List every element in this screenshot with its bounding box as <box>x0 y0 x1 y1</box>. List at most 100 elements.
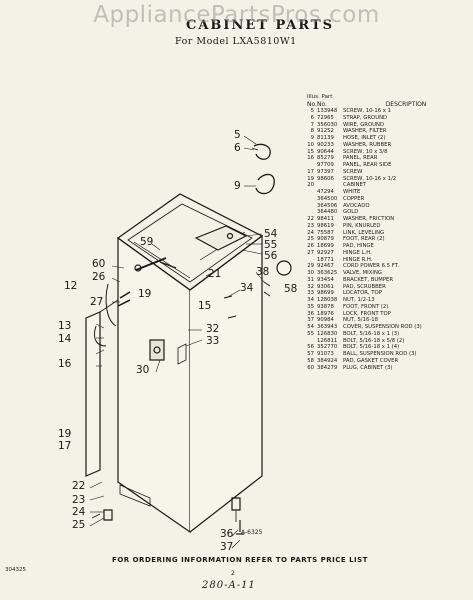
part-no: 91252 <box>317 128 334 135</box>
illus-no: 58 <box>307 357 314 364</box>
description: NUT, 1/2-13 <box>343 297 375 303</box>
illus-no: 23 <box>307 222 314 229</box>
cabinet-plug <box>276 260 292 276</box>
part-no: 93454 <box>317 276 334 283</box>
part-no: 75587 <box>317 229 334 236</box>
part-no: 92467 <box>317 263 334 270</box>
callout-label: 13 <box>58 320 72 332</box>
part-no: 93061 <box>317 283 334 290</box>
part-no: 72965 <box>317 114 334 121</box>
callout-label: 34 <box>240 282 254 294</box>
illus-no: 26 <box>307 243 314 249</box>
page-title: CABINET PARTS <box>185 18 335 33</box>
part-no: 92927 <box>317 249 334 256</box>
illus-no: 33 <box>307 290 314 297</box>
part-no: 384279 <box>317 364 338 371</box>
part-no: 363943 <box>317 324 338 330</box>
ground-strap <box>253 143 271 160</box>
description: PANEL, REAR SIDE <box>343 162 392 168</box>
description: BOLT, 5/16-18 x 1 (4) <box>343 344 400 351</box>
description: CORD POWER 6.5 FT. <box>343 263 399 270</box>
description: PAD, HINGE <box>343 243 374 249</box>
illus-no: 25 <box>307 236 314 243</box>
description: CABINET <box>343 182 367 189</box>
illus-no: 16 <box>307 155 314 162</box>
illus-no: 24 <box>307 229 314 236</box>
description: SCREW, 10-16 x 1/2 <box>343 175 397 182</box>
illus-no: 32 <box>307 283 314 290</box>
illus-no: 9 <box>310 135 314 141</box>
model-subtitle: For Model LXA5810W1 <box>175 36 297 47</box>
description: LOCK, FRONT TOP <box>343 310 391 317</box>
description: FOOT, REAR (2) <box>343 236 385 243</box>
part-no: 93878 <box>317 303 334 310</box>
description: FOOT, FRONT (2) <box>343 303 389 310</box>
part-no: 47294 <box>317 189 334 195</box>
description: PAD, SCRUBBER <box>343 283 386 290</box>
description: BOLT, 5/16-18 x 1 (3) <box>343 330 400 337</box>
callout-label: 60 <box>92 258 106 270</box>
cabinet-side <box>189 234 263 533</box>
illus-no: 27 <box>307 249 314 256</box>
handwritten-note: 280-A-11 <box>202 580 256 591</box>
header-description: DESCRIPTION <box>385 101 427 108</box>
document-code: 304325 <box>5 567 26 573</box>
description: COVER, SUSPENSION ROD (3) <box>343 324 422 330</box>
description: LINK, LEVELING <box>343 229 385 236</box>
illus-no: 37 <box>307 317 314 324</box>
description: PAD, GASKET COVER <box>343 357 399 364</box>
description: PANEL, REAR <box>343 155 378 162</box>
illus-no <box>307 162 317 169</box>
part-no: 128038 <box>317 297 338 303</box>
description: VALVE, MIXING <box>343 270 383 276</box>
part-no: 98411 <box>317 216 334 222</box>
illus-no: 22 <box>307 216 314 222</box>
callout-label: 17 <box>58 440 72 452</box>
part-no: 98699 <box>317 290 334 297</box>
callout-label: 32 <box>206 323 220 335</box>
callout-label: 54 <box>264 228 278 240</box>
part-no: 98619 <box>317 222 334 229</box>
top-bracket <box>194 225 248 251</box>
part-no: 126811 <box>317 337 338 344</box>
illus-no: 35 <box>307 303 314 310</box>
part-no: 85279 <box>317 155 334 162</box>
callout-label: 25 <box>72 519 86 531</box>
description: STRAP, GROUND <box>343 114 388 121</box>
illus-no <box>307 196 317 203</box>
part-no: 98606 <box>317 175 334 182</box>
callout-label: 56 <box>264 250 278 262</box>
callout-label: 16 <box>58 358 72 370</box>
illus-no <box>307 257 317 264</box>
part-no: 90233 <box>317 141 334 148</box>
parts-table-head-top: Illus. Part <box>307 94 333 100</box>
callout-label: 15 <box>198 300 212 312</box>
callout-label: 12 <box>64 280 78 292</box>
callout-label: 5 <box>234 129 241 141</box>
description: BRACKET, BUMPER <box>343 276 394 283</box>
part-no: 18771 <box>317 256 334 263</box>
illus-no: 10 <box>307 141 314 148</box>
illus-no <box>307 203 317 210</box>
callout-label: 6 <box>234 142 241 154</box>
